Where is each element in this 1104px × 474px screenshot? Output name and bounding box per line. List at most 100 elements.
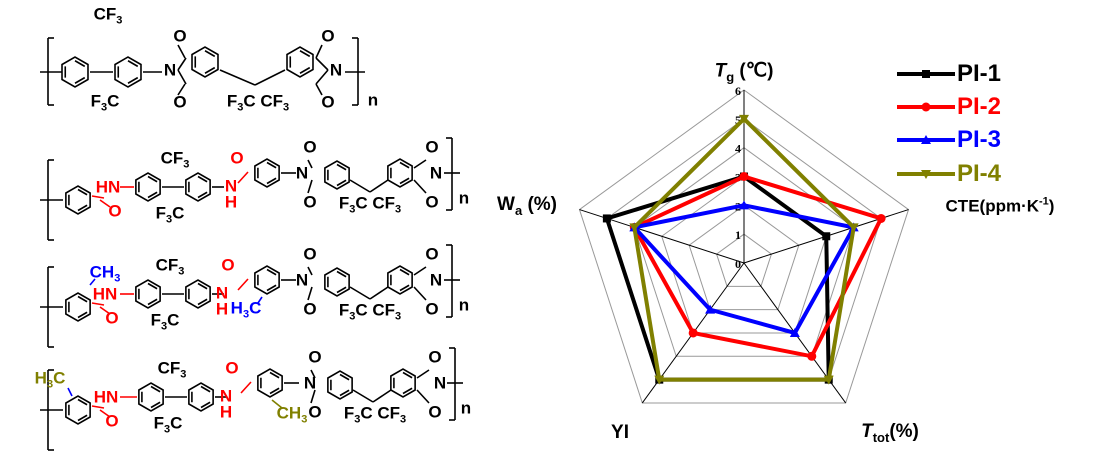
benzene-ring xyxy=(257,368,283,398)
f3c-label: F3C xyxy=(90,91,120,114)
axis-label-ttot: Ttot(%) xyxy=(861,421,919,445)
bond xyxy=(197,282,208,290)
data-point-PI-4 xyxy=(629,223,640,233)
n-label: N xyxy=(163,60,177,80)
bond xyxy=(399,177,410,185)
bond xyxy=(77,204,88,212)
bond xyxy=(74,60,86,68)
bond xyxy=(257,296,263,304)
bond xyxy=(307,159,313,169)
bond xyxy=(416,389,430,404)
bond xyxy=(177,44,186,59)
benzene-ring xyxy=(185,279,211,309)
h3c-label: H3C xyxy=(34,368,66,391)
bond xyxy=(399,161,410,169)
data-point-PI-1 xyxy=(822,232,831,241)
benzene-ring xyxy=(185,172,211,202)
o-label: O xyxy=(308,347,322,367)
hn-label: HN xyxy=(92,284,118,304)
legend-marker-PI-2 xyxy=(921,102,931,112)
o-label: O xyxy=(428,402,442,422)
bond xyxy=(91,195,105,199)
o-label: O xyxy=(308,402,322,422)
cf3-label: CF3 xyxy=(93,4,123,27)
cf3-pair-label: F3C CF3 xyxy=(343,403,407,426)
bond xyxy=(77,398,88,406)
bond xyxy=(266,284,277,292)
f3c-label: F3C xyxy=(153,413,183,436)
bond xyxy=(91,405,105,409)
h-label: H xyxy=(224,192,238,212)
bond xyxy=(127,76,139,84)
ch3-label: CH3 xyxy=(89,262,121,285)
bond xyxy=(67,387,73,397)
cf3-pair-label: F3C CF3 xyxy=(338,193,402,216)
legend-marker-PI-1 xyxy=(922,70,930,78)
data-point-PI-2 xyxy=(688,328,698,338)
benzene-ring xyxy=(327,370,353,400)
legend-item-pi-3: PI-3 xyxy=(957,126,1002,153)
benzene-ring xyxy=(286,46,314,78)
tick-label: 6 xyxy=(735,84,741,98)
benzene-ring xyxy=(135,172,161,202)
axis-label-tg: Tg (℃) xyxy=(714,60,774,85)
repeat-n-label: n xyxy=(460,398,472,418)
bond xyxy=(266,268,277,276)
bond xyxy=(349,286,371,300)
bond xyxy=(336,286,347,294)
bond xyxy=(372,389,392,403)
benzene-ring xyxy=(387,158,413,188)
legend-item-pi-4: PI-4 xyxy=(957,160,1002,187)
bond xyxy=(150,401,161,409)
benzene-ring xyxy=(390,368,416,398)
bond xyxy=(266,177,277,185)
bond xyxy=(413,266,427,276)
o-label: O xyxy=(303,192,317,212)
bond xyxy=(147,191,158,199)
cf3-label: CF3 xyxy=(155,255,185,278)
bond xyxy=(299,66,311,74)
benzene-ring xyxy=(188,382,214,412)
bond xyxy=(147,298,158,306)
f3c-label: F3C xyxy=(155,203,185,226)
data-point-PI-2 xyxy=(807,351,817,361)
n-label: N xyxy=(429,270,443,290)
cf3-pair-label: F3C CF3 xyxy=(338,300,402,323)
data-point-PI-3 xyxy=(739,200,749,210)
bond xyxy=(369,179,389,193)
bond xyxy=(74,76,86,84)
bond xyxy=(315,57,329,71)
legend-item-pi-1: PI-1 xyxy=(957,60,1002,87)
bond xyxy=(147,282,158,290)
grid-ring xyxy=(578,89,910,404)
benzene-ring xyxy=(324,160,350,190)
n-label: N xyxy=(224,176,238,196)
bond xyxy=(266,161,277,169)
bond xyxy=(336,179,347,187)
benzene-ring xyxy=(254,265,280,295)
bond xyxy=(307,286,313,301)
tick-label: 4 xyxy=(735,142,741,156)
bond xyxy=(399,268,410,276)
bond xyxy=(77,311,88,319)
bond xyxy=(127,60,139,68)
bond xyxy=(315,69,329,85)
bond xyxy=(77,188,88,196)
o-label: O xyxy=(303,137,317,157)
bond xyxy=(237,171,249,184)
n-label: N xyxy=(215,283,229,303)
bond xyxy=(315,44,323,59)
h-label: H xyxy=(215,299,229,319)
bond xyxy=(204,50,216,58)
hn-label: HN xyxy=(95,177,121,197)
bond xyxy=(77,414,88,422)
n-label: N xyxy=(303,373,317,393)
bond xyxy=(197,175,208,183)
o-label: O xyxy=(321,92,335,112)
bond xyxy=(269,371,280,379)
grid-ring xyxy=(688,204,800,311)
o-label: O xyxy=(173,26,187,46)
bond xyxy=(147,175,158,183)
bond xyxy=(91,302,105,306)
bond xyxy=(99,306,111,315)
